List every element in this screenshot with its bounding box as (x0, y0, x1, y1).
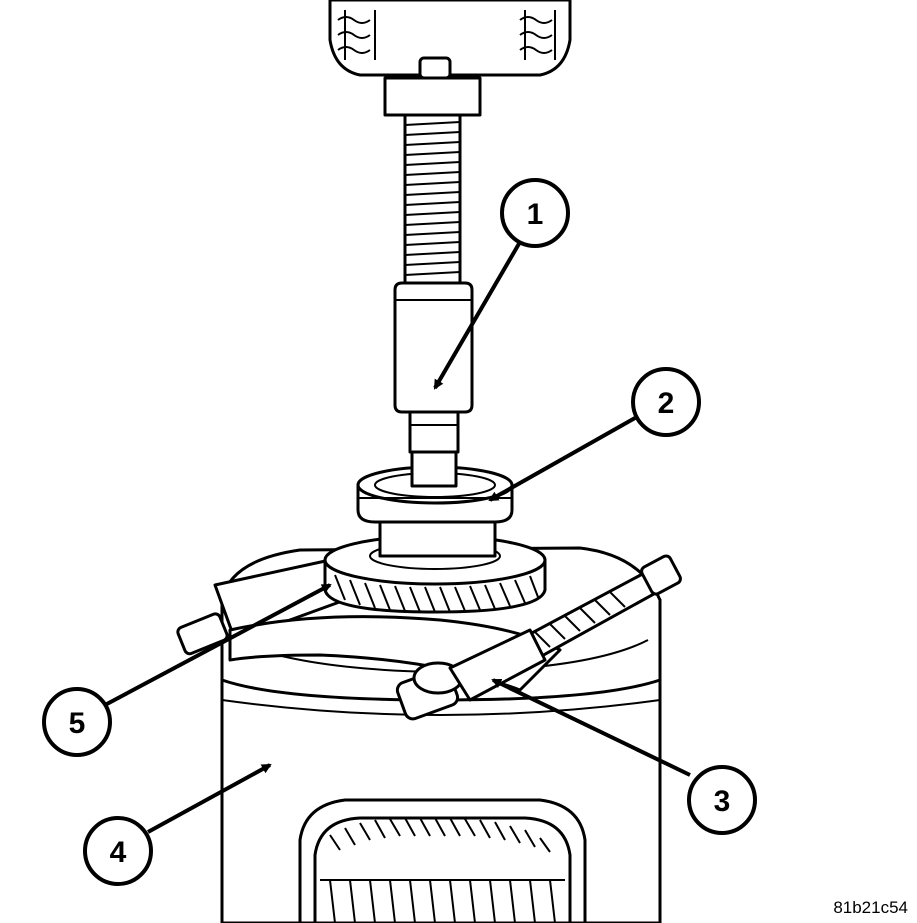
bearing-splitter (176, 554, 682, 721)
callout-1: 1 (500, 178, 570, 248)
callout-3-label: 3 (714, 785, 731, 818)
puller-body (328, 0, 572, 117)
callout-5-label: 5 (69, 707, 86, 740)
leader-line-2 (488, 416, 636, 502)
figure-id: 81b21c54 (833, 898, 908, 917)
callout-3: 3 (687, 765, 757, 835)
leader-line-3 (491, 678, 691, 777)
callout-4: 4 (83, 816, 153, 886)
threaded-screw (403, 113, 462, 292)
callout-4-label: 4 (110, 836, 127, 869)
leader-line-4 (147, 763, 272, 834)
callout-2: 2 (631, 367, 701, 437)
leader-arrows (104, 240, 691, 834)
leader-line-5 (104, 583, 332, 707)
callout-2-label: 2 (658, 387, 675, 420)
puller-adapter (393, 281, 474, 454)
bearing (356, 450, 514, 524)
callout-5: 5 (42, 687, 112, 757)
callout-1-label: 1 (527, 198, 544, 231)
gear (323, 520, 547, 614)
leader-line-1 (433, 240, 522, 390)
